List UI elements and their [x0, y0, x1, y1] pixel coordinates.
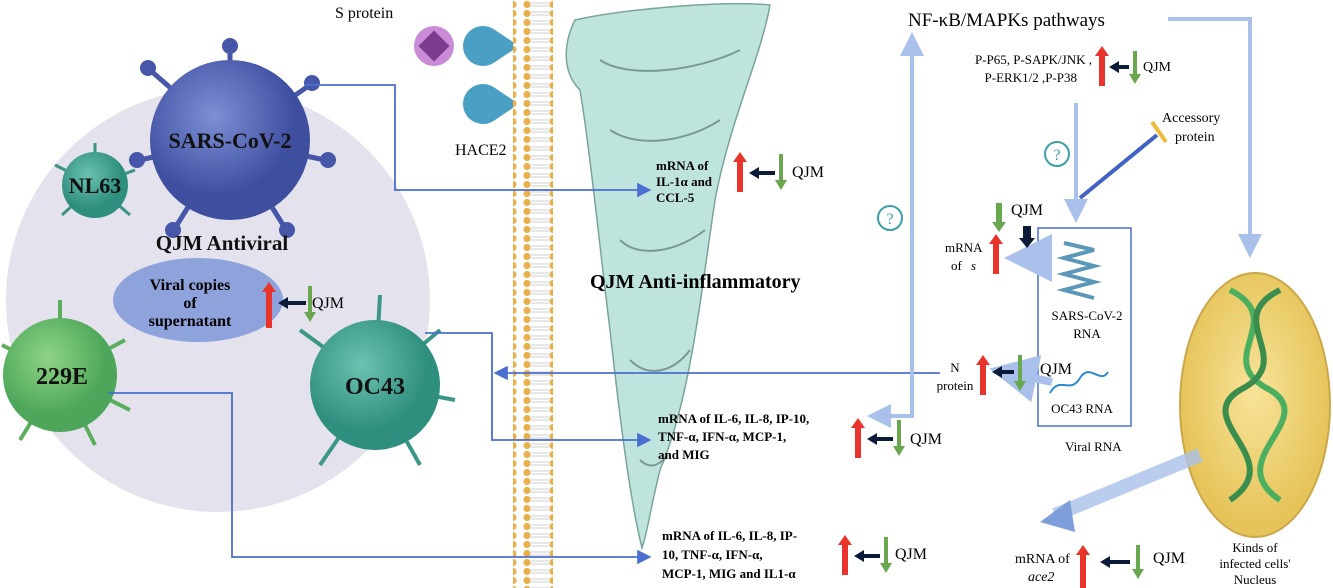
viral-copies-ellipse: [113, 258, 283, 342]
qjm-label: QJM: [1011, 202, 1043, 219]
nl63-virus: NL63: [54, 143, 136, 218]
qjm-label: QJM: [1040, 361, 1072, 378]
qjm-label: QJM: [895, 546, 927, 563]
n-protein-label: N: [950, 360, 960, 375]
sars-cov-2-virus: SARS-CoV-2: [129, 38, 336, 238]
nucleus-label: Kinds of: [1232, 540, 1278, 555]
question-mark: ?: [1053, 147, 1060, 164]
anti-inflammatory-title: QJM Anti-inflammatory: [590, 271, 801, 293]
oc43-rna-label: OC43 RNA: [1051, 401, 1113, 416]
oc43-cytokine-label: mRNA of IL-6, IL-8, IP-10,: [658, 411, 809, 426]
up-arrow-icon: [262, 282, 276, 328]
sars-to-il1-connector: [305, 84, 652, 198]
accessory-protein-label: protein: [1175, 130, 1215, 145]
viral-rna-label: Viral RNA: [1065, 439, 1122, 454]
qjm-label: QJM: [1153, 550, 1185, 567]
viral-copies-label: supernatant: [149, 313, 232, 330]
inflammation-tornado: [565, 2, 771, 551]
question-mark: ?: [886, 211, 893, 228]
229e-virus: 229E: [1, 300, 131, 446]
mrna-s-gene: s: [971, 258, 976, 273]
pathway-regulation-arrows: [1095, 46, 1141, 86]
qjm-label: QJM: [910, 431, 942, 448]
pathway-to-nucleus-arrow: [1168, 17, 1262, 258]
accessory-protein-inhibition: [1078, 133, 1159, 200]
cell-membrane: [513, 0, 553, 588]
viral-copies-label: Viral copies: [150, 277, 231, 294]
down-arrow-icon: [992, 203, 1006, 232]
229e-cytokine-regulation-arrows: [838, 535, 892, 575]
229e-cytokine-label: 10, TNF-α, IFN-α,: [662, 547, 763, 562]
oc43-cytokine-regulation-arrows: [851, 418, 905, 458]
qjm-label: QJM: [1143, 60, 1172, 75]
left-arrow-icon: [278, 297, 306, 309]
s-protein-label: S protein: [335, 5, 393, 22]
oc43-label: OC43: [345, 374, 405, 400]
il1-label: mRNA of: [656, 158, 709, 173]
phospho-proteins-label: P-ERK1/2 ,P-P38: [985, 70, 1077, 85]
ace2-regulation-arrows: [1076, 545, 1144, 588]
oc43-rna-icon: [1049, 371, 1109, 394]
229e-cytokine-label: MCP-1, MIG and IL1-α: [662, 566, 796, 581]
nucleus-to-ace2-arrow: [1052, 448, 1203, 522]
nucleus: [1179, 272, 1331, 538]
unknown-mechanism-icon: [877, 205, 903, 231]
229e-label: 229E: [36, 364, 88, 390]
nl63-label: NL63: [69, 173, 122, 198]
viral-copies-label: of: [183, 295, 197, 312]
oc43-to-cytokine-connector: [425, 332, 652, 448]
oc43-cytokine-label: TNF-α, IFN-α, MCP-1,: [658, 429, 786, 444]
pathway-up-arrow: [888, 32, 924, 418]
qjm-label: QJM: [312, 295, 344, 312]
down-arrow-icon: [304, 286, 316, 322]
il1-label: CCL-5: [656, 190, 695, 205]
hace2-receptor-icon: [462, 26, 513, 124]
sars-rna-label: RNA: [1073, 326, 1101, 341]
229e-cytokine-label: mRNA of IL-6, IL-8, IP-: [662, 528, 797, 543]
viral-rna-box: [1037, 227, 1132, 427]
mrna-s-label: of: [951, 258, 963, 273]
dna-helix-icon: [1222, 287, 1288, 503]
inhibition-bar-icon: [1150, 120, 1168, 144]
nucleus-label: Nucleus: [1234, 572, 1277, 587]
phospho-proteins-label: P-P65, P-SAPK/JNK ,: [975, 52, 1092, 67]
n-protein-label: protein: [937, 378, 974, 393]
sars-cov-2-label: SARS-CoV-2: [168, 128, 291, 153]
229e-to-cytokine-connector: [108, 392, 652, 565]
nucleus-label: infected cells': [1219, 556, 1290, 571]
hace2-label: HACE2: [455, 142, 507, 159]
ace2-label: mRNA of: [1015, 552, 1070, 567]
qjm-label: QJM: [792, 164, 824, 181]
ace2-gene: ace2: [1028, 570, 1054, 585]
oc43-cytokine-label: and MIG: [658, 447, 710, 462]
pathway-title: NF-κB/MAPKs pathways: [908, 10, 1105, 31]
up-arrow-icon: [989, 234, 1003, 274]
il1-regulation-arrows: [733, 152, 787, 192]
oc43-virus: OC43: [298, 294, 456, 467]
n-protein-regulation-arrows: [976, 355, 1026, 395]
down-arrow-icon: [1019, 226, 1035, 248]
sars-rna-label: SARS-CoV-2: [1051, 308, 1122, 323]
accessory-protein-label: Accessory: [1162, 111, 1220, 126]
sars-cov-2-rna-icon: [1056, 241, 1102, 300]
antiviral-regulation-arrows: [262, 282, 316, 328]
il1-label: IL-1α and: [656, 174, 713, 189]
antiviral-title: QJM Antiviral: [156, 231, 289, 255]
mrna-s-label: mRNA: [945, 240, 983, 255]
unknown-mechanism-icon: [1044, 141, 1070, 167]
